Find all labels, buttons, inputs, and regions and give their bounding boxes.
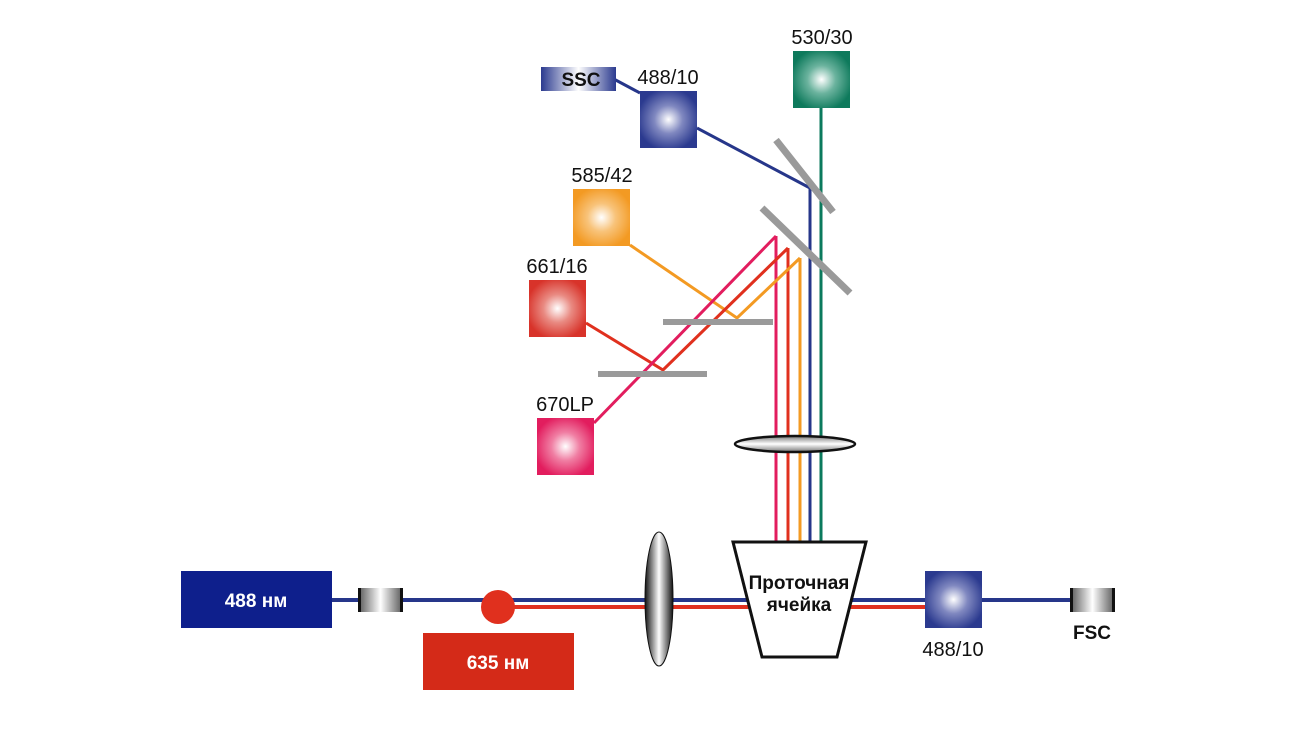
red-laser-label: 635 нм [467, 653, 530, 674]
orange-filter-label: 585/42 [571, 165, 632, 187]
red-laser-635 [423, 633, 574, 690]
beam-paths [330, 75, 1075, 609]
pink-filter-label: 670LP [536, 394, 594, 416]
ssc-filter-488-10 [640, 91, 697, 148]
dichroic-mirror-main [759, 205, 853, 296]
fsc-filter-488-10 [925, 571, 982, 628]
ssc-filter-label: 488/10 [637, 67, 698, 89]
blue-laser-488 [181, 571, 332, 628]
ssc-label: SSC [561, 70, 600, 91]
blue-laser-aperture-icon [358, 588, 403, 612]
green-filter-label: 530/30 [791, 27, 852, 49]
blue-laser-label: 488 нм [225, 591, 288, 612]
red-laser-emitter-icon [481, 590, 515, 624]
focusing-lens-icon [644, 531, 674, 667]
fsc-label: FSC [1073, 623, 1111, 644]
flow-cell [731, 540, 868, 659]
red-filter-label: 661/16 [526, 256, 587, 278]
ssc-path [696, 126, 811, 190]
green-filter-530-30 [793, 51, 850, 108]
dichroic-mirrors [598, 137, 853, 377]
blue-laser-aperture-edge-right [400, 588, 403, 612]
orange-filter-585-42 [573, 189, 630, 246]
flow-cell-label-line2: ячейка [766, 595, 832, 616]
ssc-detector-icon [541, 67, 616, 91]
fsc-detector-edge-left [1070, 588, 1073, 612]
red-filter-661-16 [529, 280, 586, 337]
orange-path [629, 243, 802, 320]
fsc-filter-label: 488/10 [922, 639, 983, 661]
pink-filter-670lp [537, 418, 594, 475]
blue-laser-aperture-edge-left [358, 588, 361, 612]
fsc-detector-icon [1070, 588, 1115, 612]
collection-lens-icon [733, 434, 857, 454]
red-path [585, 246, 790, 372]
flow-cell-label-line1: Проточная [749, 573, 850, 594]
fsc-detector-edge-right [1112, 588, 1115, 612]
dichroic-mirror-upper [773, 137, 836, 215]
pink-path [592, 234, 778, 425]
